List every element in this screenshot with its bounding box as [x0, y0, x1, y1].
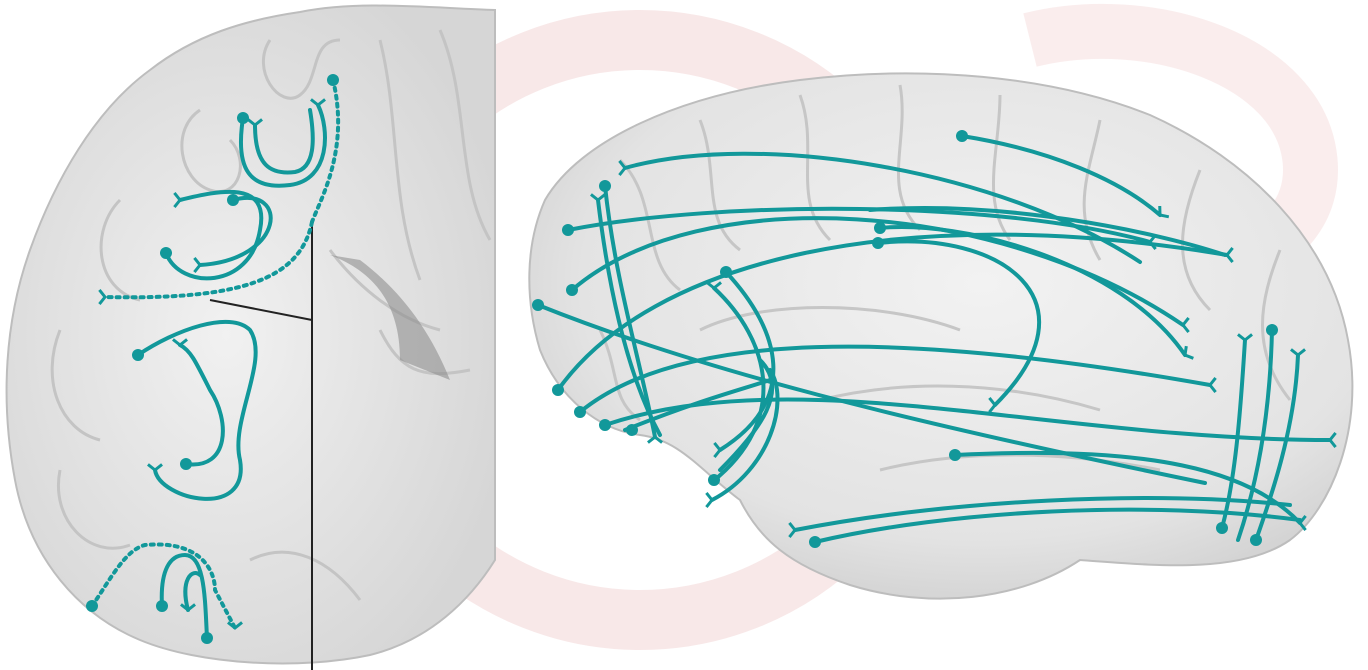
fiber-soma-dot [874, 222, 886, 234]
fiber-soma-dot [809, 536, 821, 548]
fiber-soma-dot [956, 130, 968, 142]
fiber-soma-dot [552, 384, 564, 396]
fiber-soma-dot [180, 458, 192, 470]
coronal-section [7, 6, 495, 670]
fiber-soma-dot [872, 237, 884, 249]
fiber-soma-dot [227, 194, 239, 206]
fiber-soma-dot [562, 224, 574, 236]
fiber-soma-dot [86, 600, 98, 612]
fiber-soma-dot [1216, 522, 1228, 534]
fiber-soma-dot [566, 284, 578, 296]
fiber-soma-dot [599, 180, 611, 192]
fiber-soma-dot [327, 74, 339, 86]
fiber-soma-dot [532, 299, 544, 311]
fiber-soma-dot [574, 406, 586, 418]
fiber-soma-dot [720, 266, 732, 278]
fiber-terminal-fork [706, 493, 712, 507]
fiber-soma-dot [708, 474, 720, 486]
fiber-soma-dot [201, 632, 213, 644]
fiber-soma-dot [1266, 324, 1278, 336]
fiber-soma-dot [160, 247, 172, 259]
fiber-soma-dot [949, 449, 961, 461]
fiber-soma-dot [237, 112, 249, 124]
fiber-soma-dot [156, 600, 168, 612]
fiber-soma-dot [1250, 534, 1262, 546]
fiber-soma-dot [132, 349, 144, 361]
fiber-soma-dot [626, 424, 638, 436]
fiber-soma-dot [599, 419, 611, 431]
